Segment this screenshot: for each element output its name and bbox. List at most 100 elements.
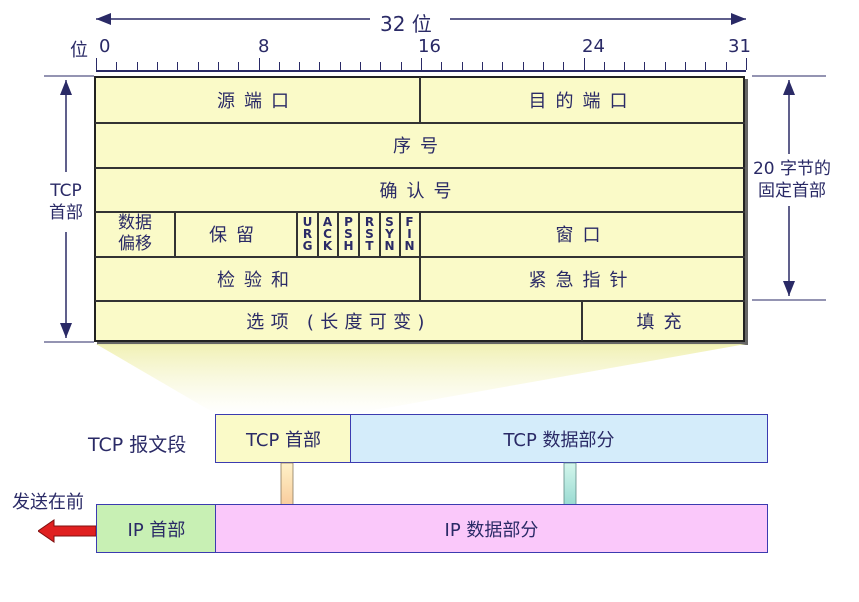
- tick-label-24: 24: [582, 36, 605, 57]
- ruler-tick: [746, 58, 747, 70]
- flag-letter: N: [384, 239, 395, 253]
- options-field: 选项 (长度可变): [246, 312, 431, 333]
- ruler-tick: [197, 62, 199, 70]
- ack-number-field: 确认号: [379, 180, 461, 202]
- ruler-tick: [583, 58, 585, 70]
- tick-label-0: 0: [99, 36, 111, 57]
- reserved-field: 保留: [209, 225, 263, 246]
- ruler-tick: [603, 62, 605, 70]
- ruler-tick: [421, 58, 422, 70]
- tcp-segment-data: TCP 数据部分: [350, 414, 768, 463]
- flag-letter: A: [322, 215, 333, 229]
- ruler-tick: [136, 62, 138, 70]
- ruler-tick: [522, 62, 524, 70]
- ruler-tick: [156, 62, 158, 70]
- col-divider: [296, 212, 298, 256]
- ruler-tick: [705, 62, 707, 70]
- flag-letter: G: [302, 239, 313, 253]
- col-divider: [419, 212, 421, 256]
- ruler-tick: [96, 58, 97, 70]
- tcp-segment-label: TCP 报文段: [88, 434, 187, 456]
- col-divider: [419, 77, 421, 123]
- bit-label: 位: [70, 40, 88, 61]
- checksum-field: 检验和: [217, 269, 298, 291]
- flag-letter: U: [302, 215, 313, 229]
- ruler-tick: [217, 62, 219, 70]
- ruler-tick: [258, 58, 260, 70]
- ruler-tick: [299, 62, 301, 70]
- col-divider: [174, 212, 176, 256]
- sequence-number-field: 序号: [393, 136, 447, 157]
- window-field: 窗口: [555, 225, 610, 246]
- tick-label-16: 16: [418, 36, 441, 57]
- ruler-tick: [177, 62, 179, 70]
- ruler-tick: [278, 62, 280, 70]
- ruler-tick: [461, 62, 463, 70]
- fixed-header-side-line2: 固定首部: [758, 181, 826, 201]
- ruler-tick: [502, 62, 504, 70]
- col-divider: [379, 212, 381, 256]
- urgent-pointer-field: 紧急指针: [528, 269, 637, 291]
- ruler-tick: [400, 62, 402, 70]
- ruler-tick: [380, 62, 382, 70]
- ruler-baseline: [96, 70, 746, 72]
- data-offset-field: 数据 偏移: [96, 212, 174, 256]
- ip-data-box: IP 数据部分: [215, 504, 768, 553]
- width-arrow: [96, 13, 746, 25]
- ruler-tick: [725, 62, 727, 70]
- flag-letter: R: [302, 227, 313, 241]
- ruler-tick: [664, 62, 666, 70]
- ruler-tick: [319, 62, 321, 70]
- ruler-tick: [116, 62, 118, 70]
- col-divider: [317, 212, 319, 256]
- ruler-tick: [238, 62, 240, 70]
- flag-letter: T: [365, 239, 374, 253]
- tcp-header-side-label: TCP 首部: [42, 180, 90, 224]
- tcp-header-side-line1: TCP: [50, 181, 82, 201]
- row-divider: [95, 211, 745, 213]
- flag-letter: S: [344, 227, 353, 241]
- flag-letter: S: [365, 227, 374, 241]
- col-divider: [419, 256, 421, 301]
- ruler-tick: [563, 62, 565, 70]
- col-divider: [337, 212, 339, 256]
- flag-letter: S: [385, 215, 394, 229]
- flag-letter: Y: [385, 227, 394, 241]
- flag-letter: P: [344, 215, 353, 229]
- tick-label-8: 8: [258, 36, 270, 57]
- dest-port-field: 目的端口: [528, 91, 637, 112]
- source-port-field: 源端口: [217, 91, 298, 112]
- side-brackets: [44, 75, 826, 343]
- fixed-header-side-line1: 20 字节的: [752, 159, 832, 179]
- flag-letter: K: [322, 239, 333, 253]
- ip-header-box: IP 首部: [96, 504, 217, 553]
- col-divider: [358, 212, 360, 256]
- send-first-label: 发送在前: [12, 492, 84, 513]
- ruler-tick: [542, 62, 544, 70]
- padding-field: 填充: [636, 312, 691, 333]
- flag-letter: R: [364, 215, 375, 229]
- ruler-tick: [441, 62, 443, 70]
- row-divider: [95, 167, 745, 169]
- ruler-tick: [339, 62, 341, 70]
- col-divider: [399, 212, 401, 256]
- tick-label-31: 31: [728, 36, 751, 57]
- flag-letter: I: [407, 227, 412, 241]
- ruler-tick: [685, 62, 687, 70]
- col-divider: [581, 300, 583, 341]
- flag-letter: N: [404, 239, 415, 253]
- ruler-tick: [360, 62, 362, 70]
- ruler-tick: [481, 62, 483, 70]
- data-offset-line1: 数据: [118, 213, 152, 233]
- ruler-tick: [624, 62, 626, 70]
- tcp-header-side-line2: 首部: [49, 203, 83, 223]
- fixed-header-side-label: 20 字节的 固定首部: [748, 158, 836, 202]
- data-offset-line2: 偏移: [118, 234, 152, 254]
